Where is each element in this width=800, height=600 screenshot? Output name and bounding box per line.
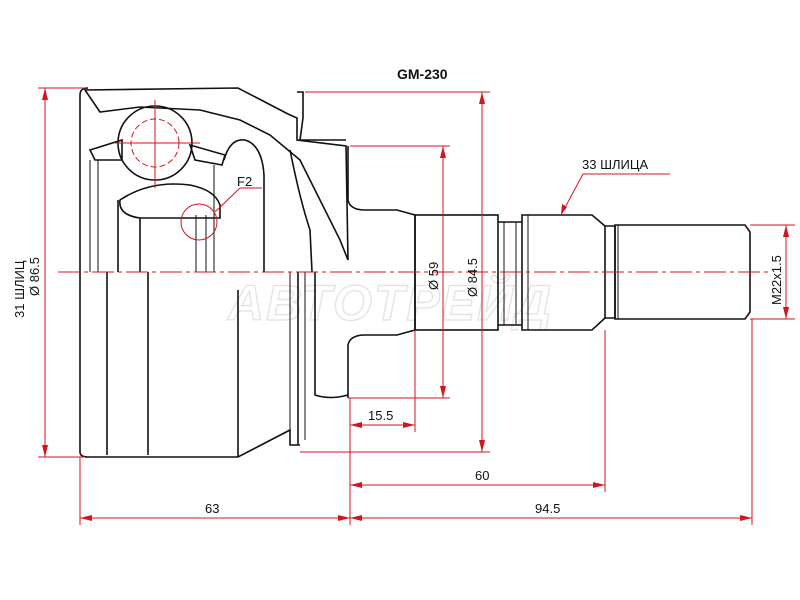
seal-diameter-label: Ø 84.5	[465, 258, 480, 297]
dimensions	[38, 87, 795, 525]
thread-label: M22x1.5	[769, 255, 784, 305]
neck-diameter-label: Ø 59	[426, 262, 441, 290]
detail-label: F2	[237, 174, 252, 189]
dim-63: 63	[205, 501, 219, 516]
outer-diameter-label: Ø 86.5	[27, 257, 42, 296]
dim-60: 60	[475, 468, 489, 483]
detail-f2-circle	[180, 203, 218, 241]
threaded-end	[614, 224, 751, 320]
part-number: GM-230	[397, 66, 448, 82]
dim-94-5: 94.5	[535, 501, 560, 516]
dim-15-5: 15.5	[368, 408, 393, 423]
housing-section	[79, 87, 349, 458]
shaft-splines-label: 33 ШЛИЦА	[582, 157, 648, 172]
housing-splines-label: 31 ШЛИЦ	[12, 260, 27, 318]
